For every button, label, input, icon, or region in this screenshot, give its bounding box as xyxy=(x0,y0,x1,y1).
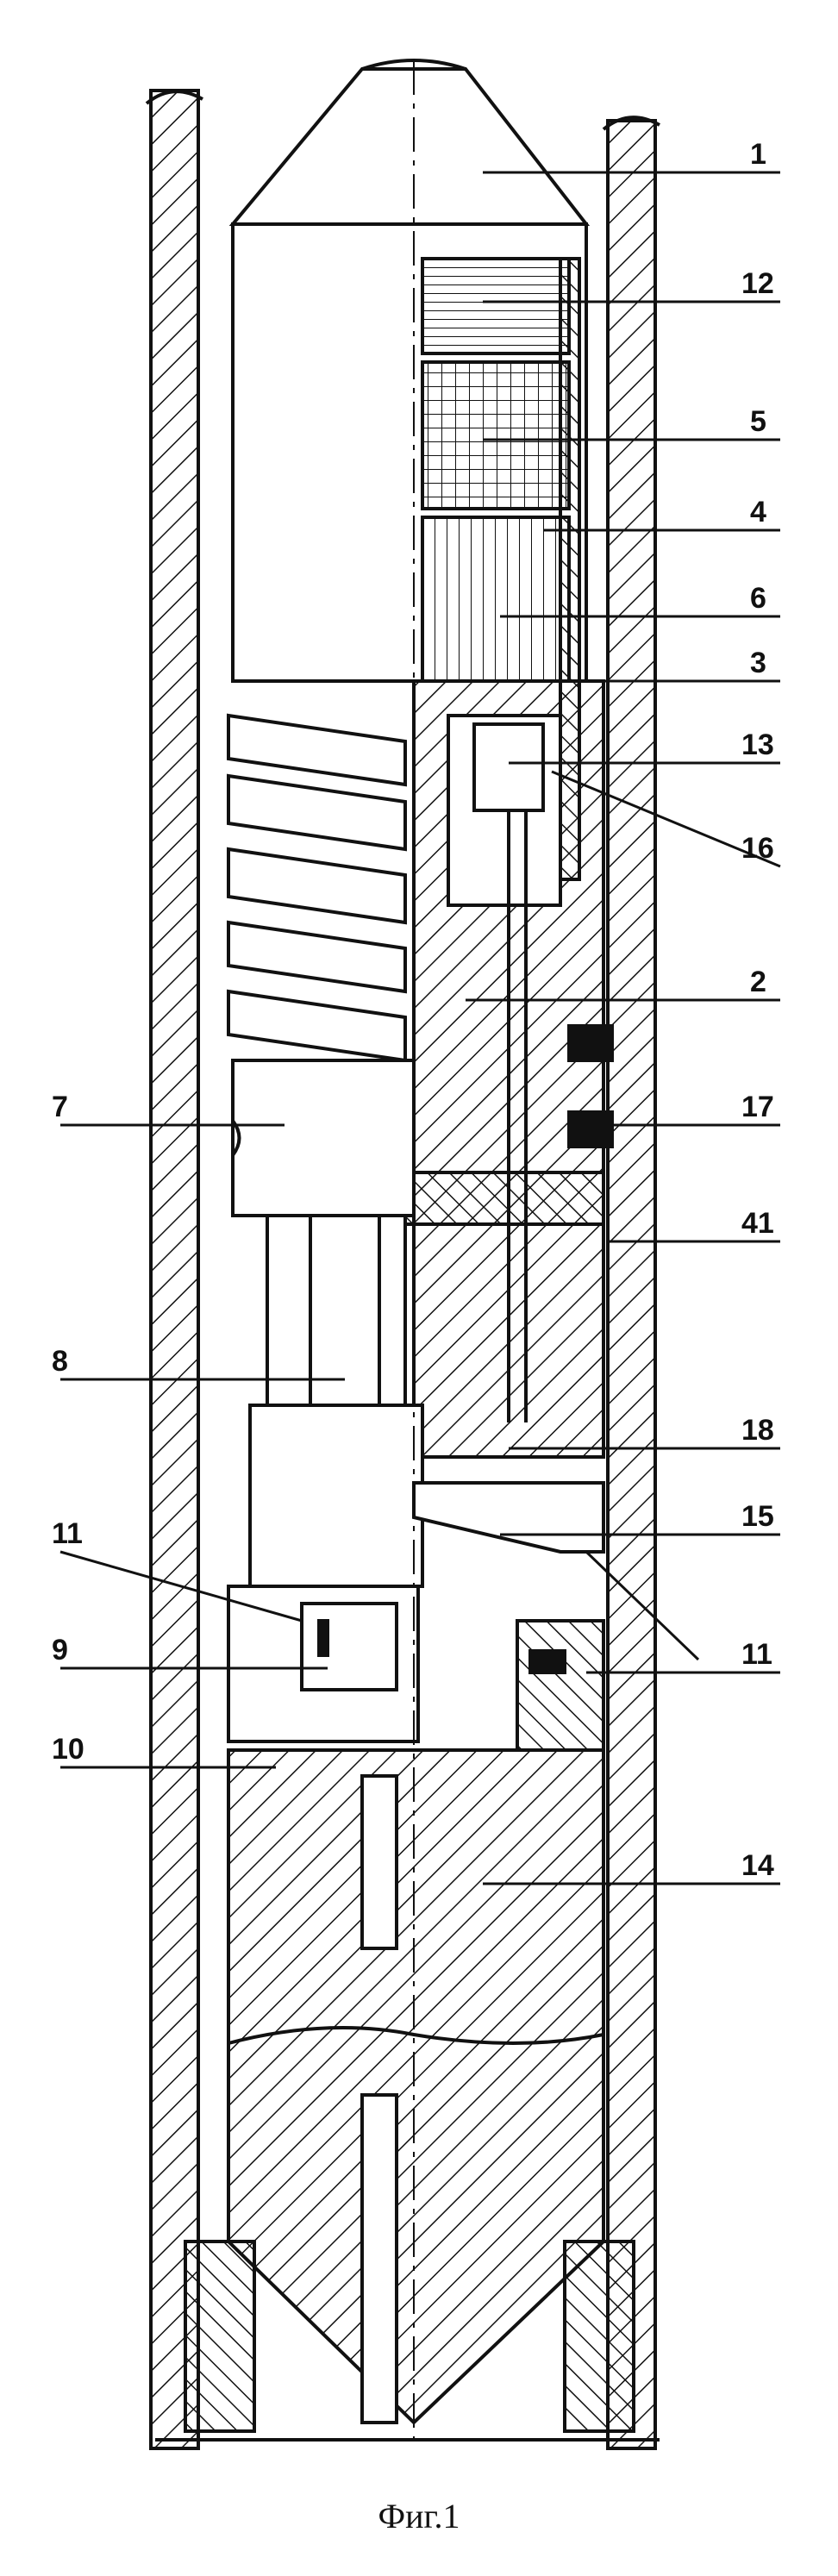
callout-17: 17 xyxy=(741,1091,774,1123)
clamp-pin xyxy=(530,1651,565,1673)
callout-13: 13 xyxy=(741,728,774,761)
cell-block xyxy=(422,517,569,681)
rod-inner xyxy=(310,1216,379,1405)
callout-4: 4 xyxy=(750,496,766,528)
figure-caption: Фиг.1 xyxy=(0,2496,838,2536)
wedge-15 xyxy=(414,1483,603,1552)
casing-left-wall xyxy=(147,91,203,2448)
callout-16: 16 xyxy=(741,832,774,865)
cross-plate xyxy=(405,1172,603,1224)
callout-41: 41 xyxy=(741,1207,774,1240)
callout-1: 1 xyxy=(750,138,766,171)
callout-11-left: 11 xyxy=(52,1517,83,1550)
seal-ring-2 xyxy=(569,1112,612,1147)
grid-block xyxy=(422,362,569,509)
latch-box xyxy=(302,1604,397,1690)
top-cone xyxy=(233,60,586,224)
callout-2: 2 xyxy=(750,966,766,998)
callout-11-right: 11 xyxy=(741,1638,772,1671)
lower-tool xyxy=(228,1750,603,2423)
spring-stack xyxy=(228,716,405,1060)
callout-12: 12 xyxy=(741,267,774,300)
callout-8: 8 xyxy=(52,1345,68,1378)
seal-ring xyxy=(569,1026,612,1060)
sensor-box xyxy=(474,724,543,810)
rod-lower xyxy=(250,1405,422,1586)
callout-3: 3 xyxy=(750,647,766,679)
callout-5: 5 xyxy=(750,405,766,438)
pin-9 xyxy=(319,1621,328,1655)
slot-upper xyxy=(362,1776,397,1948)
clamp-body xyxy=(517,1621,603,1750)
callout-7: 7 xyxy=(52,1091,68,1123)
callout-6: 6 xyxy=(750,582,766,615)
bottom-shoe-right xyxy=(565,2241,634,2431)
slot-lower xyxy=(362,2095,397,2423)
piston-block xyxy=(233,1060,414,1216)
callout-18: 18 xyxy=(741,1414,774,1447)
callout-14: 14 xyxy=(741,1849,774,1882)
callout-10: 10 xyxy=(52,1733,84,1766)
stack-top xyxy=(422,259,569,353)
casing-right-wall xyxy=(603,117,660,2448)
callout-9: 9 xyxy=(52,1634,68,1666)
callout-15: 15 xyxy=(741,1500,774,1533)
bottom-shoe-left xyxy=(185,2241,254,2431)
